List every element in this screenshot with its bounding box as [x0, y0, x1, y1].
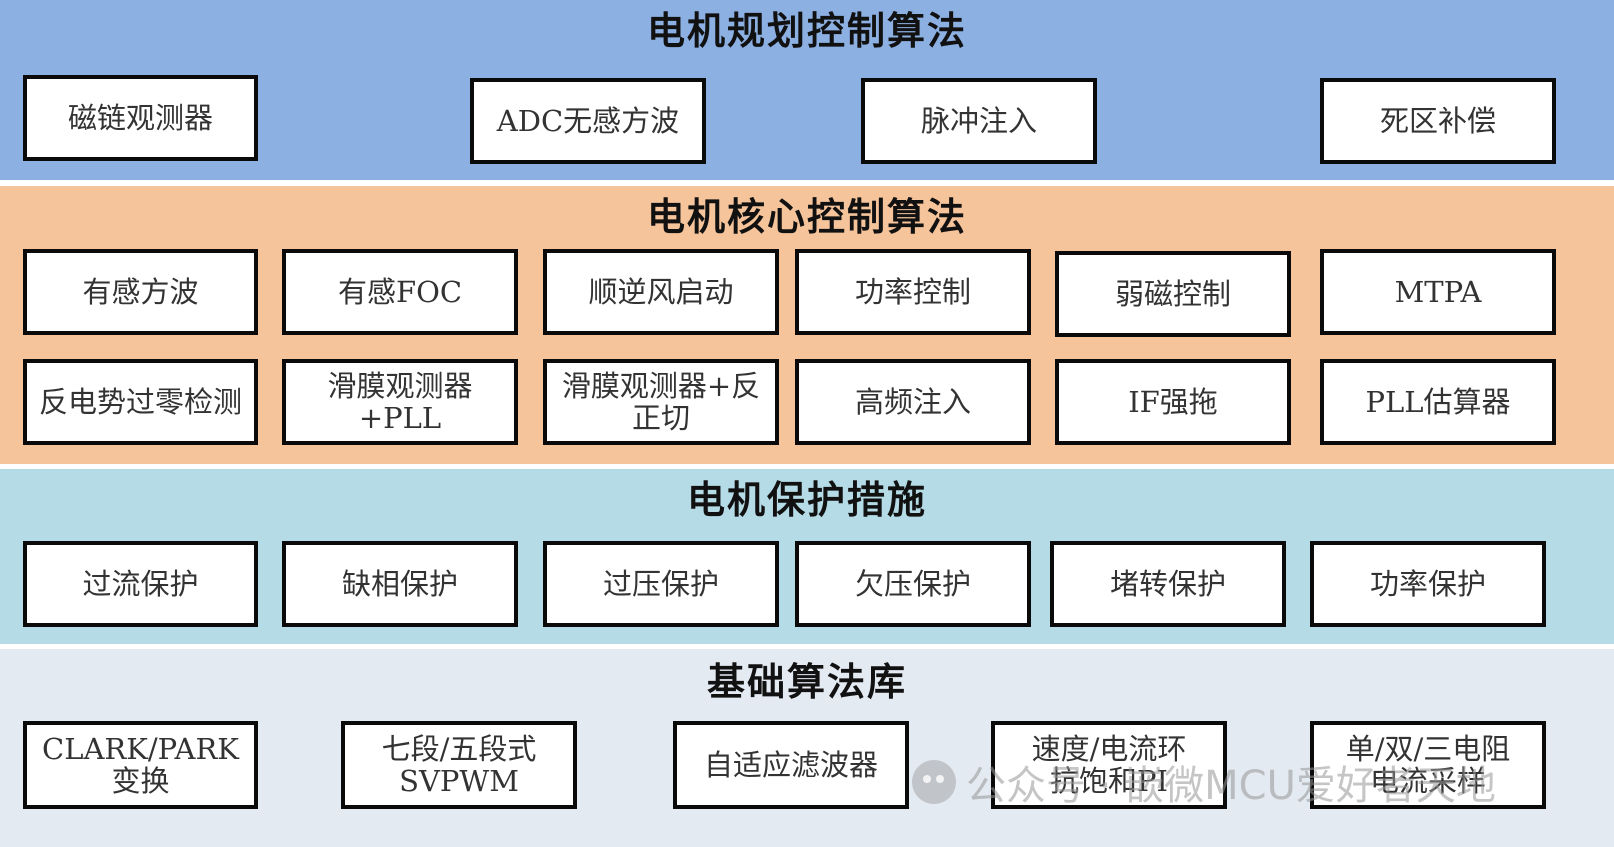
box-label: IF强拖: [1128, 385, 1218, 419]
box-flux-observer: 磁链观测器: [23, 75, 258, 161]
box-label-line1: 七段/五段式: [381, 732, 537, 766]
box-overvoltage-protection: 过压保护: [543, 541, 779, 627]
box-smo-pll: 滑膜观测器 +PLL: [282, 359, 518, 445]
box-field-weakening: 弱磁控制: [1055, 251, 1291, 337]
layer-library: 基础算法库 CLARK/PARK 变换 七段/五段式 SVPWM 自适应滤波器 …: [0, 649, 1614, 847]
layer-title-planning: 电机规划控制算法: [646, 9, 967, 53]
layer-title-library: 基础算法库: [706, 660, 907, 704]
box-label-line2: +PLL: [358, 401, 442, 435]
box-clark-park: CLARK/PARK 变换: [23, 721, 258, 809]
box-label: 自适应滤波器: [703, 748, 878, 782]
box-label: 过流保护: [82, 567, 199, 601]
layer-title-protection: 电机保护措施: [686, 478, 927, 522]
box-label: 过压保护: [602, 567, 719, 601]
box-label: 死区补偿: [1379, 104, 1496, 138]
box-label: 功率控制: [854, 275, 971, 309]
box-antiwindup-pi: 速度/电流环 抗饱和PI: [991, 721, 1227, 809]
box-bemf-zero-crossing: 反电势过零检测: [23, 359, 258, 445]
box-svpwm: 七段/五段式 SVPWM: [341, 721, 577, 809]
box-overcurrent-protection: 过流保护: [23, 541, 258, 627]
box-hall-square: 有感方波: [23, 249, 258, 335]
box-stall-protection: 堵转保护: [1050, 541, 1286, 627]
layer-protection: 电机保护措施 过流保护 缺相保护 过压保护 欠压保护 堵转保护 功率保护: [0, 469, 1614, 644]
box-label: 有感FOC: [337, 275, 463, 309]
box-power-control: 功率控制: [795, 249, 1031, 335]
box-label: 堵转保护: [1109, 567, 1226, 601]
layer-core: 电机核心控制算法 有感方波 有感FOC 顺逆风启动 功率控制 弱磁控制 MTPA…: [0, 186, 1614, 464]
box-label: 顺逆风启动: [588, 275, 734, 309]
box-label: 功率保护: [1369, 567, 1486, 601]
box-undervoltage-protection: 欠压保护: [795, 541, 1031, 627]
box-adc-sensorless-square: ADC无感方波: [470, 78, 706, 164]
box-label: PLL估算器: [1365, 385, 1511, 419]
box-label-line2: SVPWM: [399, 764, 519, 798]
box-label: 有感方波: [82, 275, 199, 309]
box-label: 欠压保护: [854, 567, 971, 601]
box-label-line1: 速度/电流环: [1031, 732, 1187, 766]
box-label: ADC无感方波: [496, 104, 680, 138]
box-label: 高频注入: [854, 385, 971, 419]
box-label-line2: 电流采样: [1369, 764, 1486, 798]
box-mtpa: MTPA: [1320, 249, 1556, 335]
box-label-line1: 滑膜观测器: [327, 369, 473, 403]
box-pulse-injection: 脉冲注入: [861, 78, 1097, 164]
box-label: 脉冲注入: [920, 104, 1037, 138]
box-label: 缺相保护: [341, 567, 458, 601]
box-label: MTPA: [1394, 275, 1482, 309]
box-windmill-start: 顺逆风启动: [543, 249, 779, 335]
box-label-line1: 滑膜观测器+反: [561, 369, 761, 403]
box-if-startup: IF强拖: [1055, 359, 1291, 445]
box-adaptive-filter: 自适应滤波器: [673, 721, 909, 809]
box-label-line2: 正切: [631, 401, 690, 435]
box-pll-estimator: PLL估算器: [1320, 359, 1556, 445]
box-hf-injection: 高频注入: [795, 359, 1031, 445]
box-phase-loss-protection: 缺相保护: [282, 541, 518, 627]
box-label-line2: 变换: [111, 764, 170, 798]
box-shunt-current-sampling: 单/双/三电阻 电流采样: [1310, 721, 1546, 809]
box-label: 弱磁控制: [1114, 277, 1231, 311]
box-deadtime-compensation: 死区补偿: [1320, 78, 1556, 164]
layer-planning: 电机规划控制算法 磁链观测器 ADC无感方波 脉冲注入 死区补偿: [0, 0, 1614, 180]
box-label: 磁链观测器: [67, 101, 213, 135]
box-label: 反电势过零检测: [38, 385, 242, 419]
box-label-line1: 单/双/三电阻: [1345, 732, 1511, 766]
box-hall-foc: 有感FOC: [282, 249, 518, 335]
layer-title-core: 电机核心控制算法: [646, 195, 967, 239]
box-smo-arctan: 滑膜观测器+反 正切: [543, 359, 779, 445]
box-label-line1: CLARK/PARK: [42, 732, 239, 766]
box-label-line2: 抗饱和PI: [1050, 764, 1168, 798]
box-power-protection: 功率保护: [1310, 541, 1546, 627]
